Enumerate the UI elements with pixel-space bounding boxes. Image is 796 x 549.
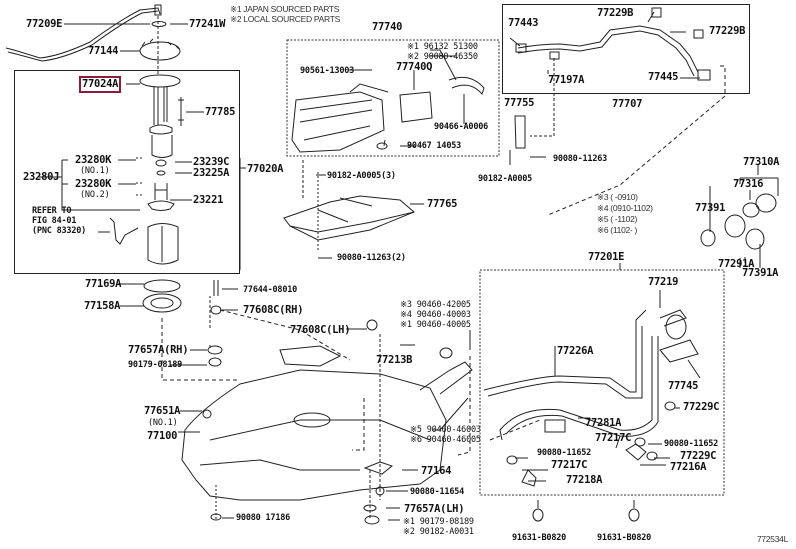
part-label[interactable]: 77169A <box>85 278 122 290</box>
part-label[interactable]: 23221 <box>193 194 224 206</box>
part-label[interactable]: 77281A <box>585 417 622 429</box>
wire-harness-drawing <box>5 7 161 59</box>
part-label[interactable]: 77740Q <box>396 61 433 73</box>
date-note: ※3 ( -0910) <box>597 192 638 202</box>
part-label[interactable]: 90467 14053 <box>407 141 462 151</box>
part-label[interactable]: 77755 <box>504 97 535 109</box>
part-label[interactable]: 77217C <box>595 432 632 444</box>
group-label[interactable]: 77740 <box>372 21 403 33</box>
part-label[interactable]: 77218A <box>566 474 603 486</box>
reference-note: (PNC 83320) <box>32 226 87 236</box>
part-label[interactable]: 77229C <box>683 401 720 413</box>
part-label[interactable]: 77144 <box>88 45 119 57</box>
date-note: ※4 (0910-1102) <box>597 203 653 213</box>
part-label[interactable]: 77229B <box>709 25 746 37</box>
part-label[interactable]: ※2 90080-46350 <box>407 52 478 62</box>
seal-ring-drawing <box>151 21 167 27</box>
part-label[interactable]: 23280K <box>75 154 112 166</box>
part-label[interactable]: 90561-13003 <box>300 66 355 76</box>
part-label[interactable]: 23239C <box>193 156 230 168</box>
part-label[interactable]: 77100 <box>147 430 178 442</box>
part-label[interactable]: 77608C(LH) <box>290 324 351 336</box>
part-label[interactable]: 90080-11263 <box>553 154 608 164</box>
part-label[interactable]: 77651A <box>144 405 181 417</box>
group-label[interactable]: 77707 <box>612 98 643 110</box>
note-local-sourced: ※2 LOCAL SOURCED PARTS <box>230 14 340 24</box>
under-cover-drawing <box>283 195 415 241</box>
filler-pipe-drawing <box>483 309 647 393</box>
part-label[interactable]: ※1 96132 51300 <box>407 42 478 52</box>
charcoal-canister-drawing <box>291 91 385 153</box>
part-note: (NO.1) <box>148 418 178 428</box>
reference-note: REFER TO <box>32 206 72 216</box>
part-label[interactable]: 77657A(LH) <box>404 503 465 515</box>
reference-note[interactable]: FIG 84-01 <box>32 216 77 226</box>
part-label[interactable]: 77443 <box>508 17 539 29</box>
part-label[interactable]: 77158A <box>84 300 121 312</box>
part-label[interactable]: 77164 <box>421 465 452 477</box>
part-label[interactable]: 90466-A0006 <box>434 122 489 132</box>
group-label[interactable]: 23280J <box>23 171 60 183</box>
part-label[interactable]: 77241W <box>189 18 226 30</box>
part-label[interactable]: ※2 90182-A0031 <box>403 527 474 537</box>
part-label[interactable]: 90080-11652 <box>664 439 719 449</box>
part-label[interactable]: 77217C <box>551 459 588 471</box>
part-label[interactable]: 77216A <box>670 461 707 473</box>
group-label[interactable]: 77020A <box>247 163 284 175</box>
part-label[interactable]: 90182-A0005(3) <box>327 171 396 181</box>
retainer-ring-drawing <box>139 41 181 61</box>
part-label[interactable]: 90182-A0005 <box>478 174 533 184</box>
part-label[interactable]: 77445 <box>648 71 679 83</box>
part-label[interactable]: 90080-11654 <box>410 487 465 497</box>
part-note: (NO.2) <box>80 190 110 200</box>
part-note: (NO.1) <box>80 166 110 176</box>
part-label[interactable]: 90080 17186 <box>236 513 291 523</box>
part-label[interactable]: 77608C(RH) <box>243 304 304 316</box>
part-label[interactable]: 23225A <box>193 167 230 179</box>
part-label[interactable]: 77291A <box>718 258 755 270</box>
part-label[interactable]: 77657A(RH) <box>128 344 189 356</box>
part-label[interactable]: ※4 90460-40003 <box>400 310 471 320</box>
part-label[interactable]: 90080-11652 <box>537 448 592 458</box>
part-label[interactable]: 77644-08010 <box>243 285 298 295</box>
part-label[interactable]: 91631-B0820 <box>597 533 652 543</box>
part-label[interactable]: 77765 <box>427 198 458 210</box>
part-label[interactable]: 91631-B0820 <box>512 533 567 543</box>
part-label[interactable]: 77197A <box>548 74 585 86</box>
fuel-tank-drawing <box>181 369 447 501</box>
part-label[interactable]: 77745 <box>668 380 699 392</box>
gasket-ring-drawing <box>143 279 181 293</box>
part-label[interactable]: ※5 90460-46003 <box>410 425 481 435</box>
part-label[interactable]: 77209E <box>26 18 63 30</box>
part-label[interactable]: 23280K <box>75 178 112 190</box>
part-label[interactable]: 77229C <box>680 450 717 462</box>
date-note: ※5 ( -1102) <box>597 214 638 224</box>
part-label[interactable]: 77316 <box>733 178 764 190</box>
part-label[interactable]: ※3 90460-42005 <box>400 300 471 310</box>
part-label[interactable]: ※1 90460-40005 <box>400 320 471 330</box>
fuel-pump-assembly-box <box>14 70 240 274</box>
part-label[interactable]: 77785 <box>205 106 236 118</box>
part-label[interactable]: 77391 <box>695 202 726 214</box>
part-label-highlighted[interactable]: 77024A <box>78 76 122 93</box>
part-label[interactable]: 77229B <box>597 7 634 19</box>
part-label[interactable]: 90080-11263(2) <box>337 253 406 263</box>
group-label[interactable]: 77310A <box>743 156 780 168</box>
note-japan-sourced: ※1 JAPAN SOURCED PARTS <box>230 4 340 14</box>
part-label[interactable]: 77219 <box>648 276 679 288</box>
figure-id: 772534L <box>757 534 788 544</box>
part-label[interactable]: ※1 90179-08189 <box>403 517 474 527</box>
part-label[interactable]: 90179-08189 <box>128 360 183 370</box>
group-label[interactable]: 77201E <box>588 251 625 263</box>
part-label[interactable]: 77226A <box>557 345 594 357</box>
part-label[interactable]: 77213B <box>376 354 413 366</box>
part-label[interactable]: ※6 90460-46005 <box>410 435 481 445</box>
vent-tube-assembly-box <box>502 4 750 94</box>
part-label[interactable]: 77391A <box>742 267 779 279</box>
date-note: ※6 (1102- ) <box>597 225 638 235</box>
vent-tube-drawing <box>517 25 699 73</box>
